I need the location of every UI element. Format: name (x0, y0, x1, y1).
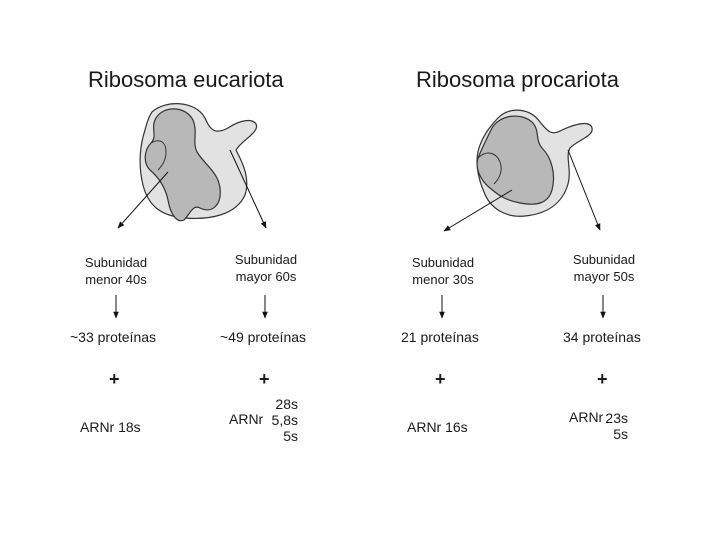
euk-small-subunit (144, 108, 221, 222)
euk-arrow-to-small-subunit (117, 171, 169, 229)
euk-large-proteins: ~49 proteínas (220, 329, 307, 345)
pro-large-rrna-23s: 23s (605, 410, 628, 426)
pro-small-proteins: 21 proteínas (401, 329, 479, 345)
pro-large-proteins: 34 proteínas (563, 329, 641, 345)
pro-large-rrna-5s: 5s (613, 426, 628, 442)
euk-large-rrna-5-8s: 5,8s (271, 412, 298, 428)
euk-small-subunit-fold (150, 140, 167, 171)
pro-large-plus: + (597, 369, 608, 389)
euk-large-subunit-line2: mayor 60s (235, 269, 297, 284)
pro-large-rrna-label: ARNr (569, 409, 604, 425)
euk-small-subunit-label: Subunidad menor 40s (71, 254, 161, 288)
euk-large-subunit-label: Subunidad mayor 60s (221, 251, 311, 285)
pro-small-subunit-line2: menor 30s (412, 272, 474, 287)
euk-large-rrna-28s: 28s (275, 396, 298, 412)
eukaryotic-ribosome-illustration (139, 103, 258, 222)
pro-small-rrna: ARNr 16s (407, 419, 468, 435)
euk-small-rrna: ARNr 18s (80, 419, 141, 435)
euk-large-subunit-line1: Subunidad (234, 252, 298, 267)
pro-small-plus: + (435, 369, 446, 389)
euk-large-rrna-label: ARNr (229, 411, 264, 427)
euk-small-proteins: ~33 proteínas (70, 329, 157, 345)
pro-large-subunit-label: Subunidad mayor 50s (559, 251, 649, 285)
pro-large-rrna-values: 23s 5s (596, 410, 628, 442)
euk-small-plus: + (109, 369, 120, 389)
prokaryotic-ribosome-illustration (476, 109, 593, 217)
pro-small-subunit-fold (477, 152, 502, 185)
pro-small-subunit-line1: Subunidad (411, 255, 475, 270)
euk-small-subunit-line2: menor 40s (85, 272, 147, 287)
pro-small-subunit-label: Subunidad menor 30s (398, 254, 488, 288)
euk-large-rrna-5s: 5s (283, 428, 298, 444)
pro-large-subunit-line1: Subunidad (572, 252, 636, 267)
euk-large-rrna-values: 28s 5,8s 5s (264, 396, 298, 444)
pro-arrow-to-small-subunit (443, 189, 513, 232)
prokaryote-title: Ribosoma procariota (416, 67, 619, 92)
euk-large-plus: + (259, 369, 270, 389)
euk-arrow-to-large-subunit (229, 149, 267, 229)
euk-small-subunit-line1: Subunidad (84, 255, 148, 270)
eukaryote-title: Ribosoma eucariota (88, 67, 284, 92)
pro-arrow-to-large-subunit (567, 149, 601, 231)
pro-large-subunit-line2: mayor 50s (573, 269, 635, 284)
